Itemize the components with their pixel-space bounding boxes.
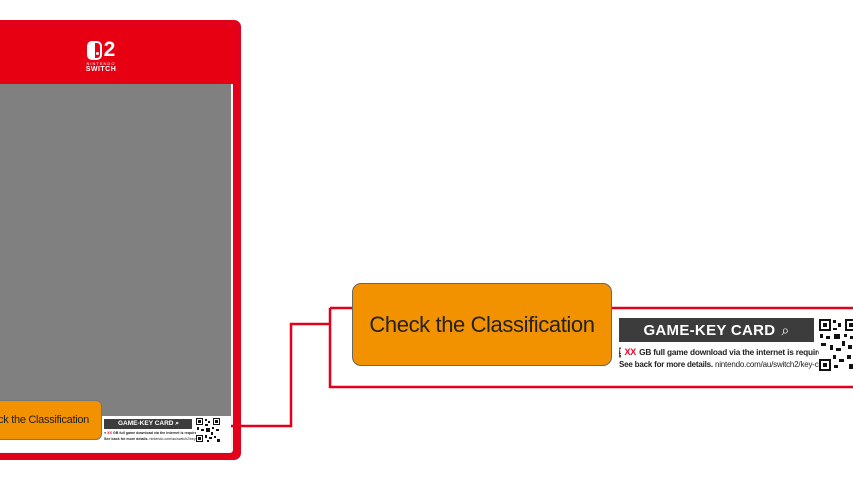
classification-badge-small: Check the Classification xyxy=(0,400,102,440)
details-text-large: See back for more details. xyxy=(619,360,713,369)
size-placeholder-large: XX xyxy=(624,347,637,357)
key-icon: ⌕ xyxy=(781,321,790,338)
download-note-small: ● XX GB full game download via the inter… xyxy=(104,431,200,435)
download-note-large: ! XX GB full game download via the inter… xyxy=(619,346,830,358)
key-card-url-small: nintendo.com/au/switch2/key-card xyxy=(149,437,204,441)
key-icon: ⌕ xyxy=(175,420,179,427)
download-text-large: GB full game download via the internet i… xyxy=(639,347,830,357)
game-key-card-bar-small: GAME-KEY CARD ⌕ xyxy=(104,419,192,429)
download-text-small: GB full game download via the internet i… xyxy=(112,431,200,435)
cover-art-placeholder xyxy=(0,84,231,416)
warning-icon: ! xyxy=(619,346,622,358)
game-key-card-title-small: GAME-KEY CARD xyxy=(118,420,174,427)
classification-badge-large: Check the Classification xyxy=(352,283,612,366)
warning-icon: ● xyxy=(104,431,107,435)
qr-code-small xyxy=(196,418,220,442)
details-text-small: See back for more details. xyxy=(104,437,149,441)
nintendo-switch-2-logo: 2 NINTENDO SWITCH xyxy=(79,38,123,80)
game-key-card-bar-large: GAME-KEY CARD ⌕ xyxy=(619,318,814,342)
logo-brand-big: SWITCH xyxy=(85,66,117,73)
classification-label-large: Check the Classification xyxy=(369,311,595,337)
logo-brand-small: NINTENDO xyxy=(86,61,116,66)
qr-code-large xyxy=(819,319,853,371)
size-placeholder-small: XX xyxy=(107,431,112,435)
key-card-url-large: nintendo.com/au/switch2/key-card xyxy=(714,360,830,369)
case-header-band xyxy=(0,28,233,84)
details-note-large: See back for more details. nintendo.com/… xyxy=(619,360,830,371)
details-note-small: See back for more details. nintendo.com/… xyxy=(104,437,204,441)
logo-number: 2 xyxy=(103,38,116,61)
game-key-card-title-large: GAME-KEY CARD xyxy=(643,321,776,339)
classification-label-small: Check the Classification xyxy=(0,414,89,426)
joycon-icon xyxy=(86,40,102,60)
